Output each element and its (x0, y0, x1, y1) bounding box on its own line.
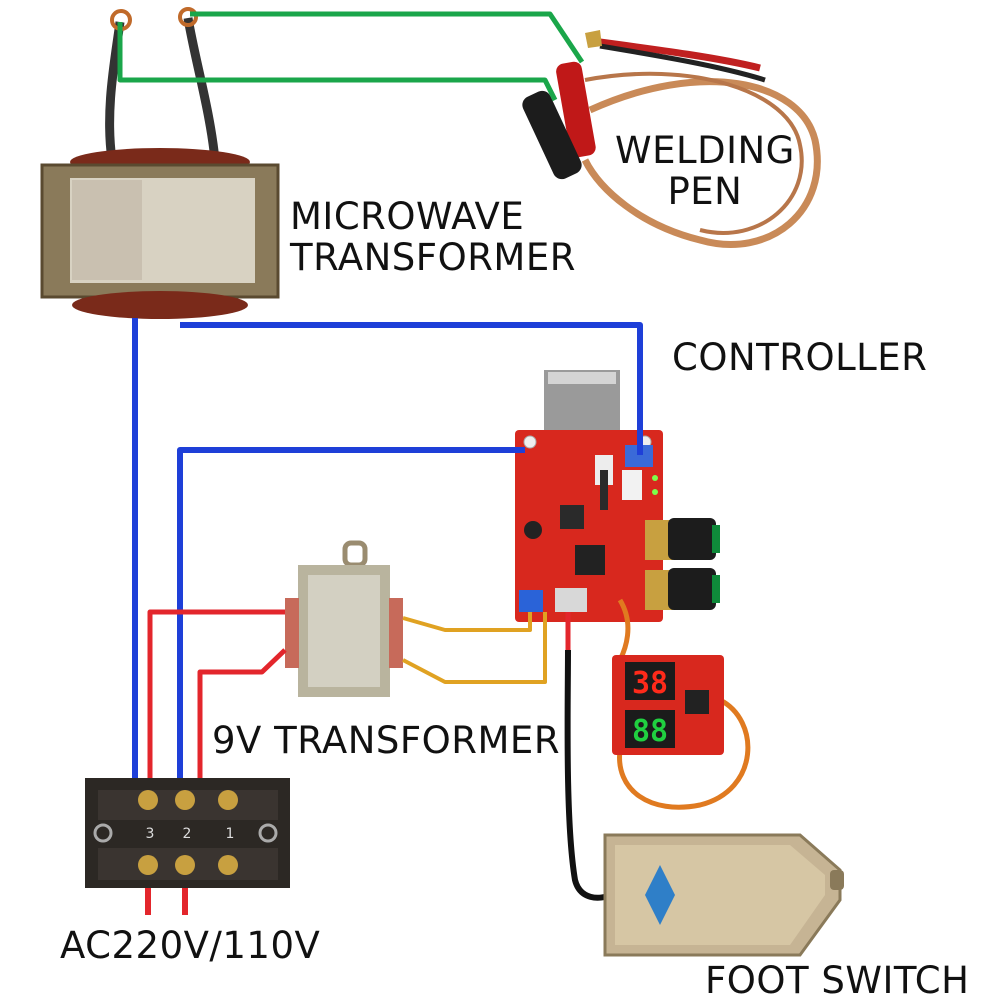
orange-wires (402, 612, 547, 684)
display-module: 38 88 (612, 598, 751, 810)
foot-switch-label: FOOT SWITCH (705, 959, 970, 1002)
microwave-transformer-label: MICROWAVE TRANSFORMER (290, 196, 576, 279)
knob-upper (668, 518, 716, 560)
secondary-lead-right (183, 17, 220, 161)
foot-switch-cable (564, 612, 612, 901)
lower-display-digits: 88 (632, 714, 668, 749)
green-wire-upper (190, 11, 585, 64)
red-wires (145, 609, 287, 915)
knob-lower (668, 568, 716, 610)
terminal-block: 3 2 1 (85, 778, 290, 888)
black-probe (522, 90, 582, 180)
green-wire-lower (117, 22, 558, 102)
red-wire-1 (147, 609, 285, 800)
red-pen-cable (599, 38, 761, 72)
lug-right (178, 7, 198, 27)
screw-bottom-2 (175, 855, 195, 875)
chip (575, 545, 605, 575)
screw-bottom-1 (138, 855, 158, 875)
terminal-number-1: 1 (226, 826, 235, 842)
screw-top-3 (218, 790, 238, 810)
blue-wire-ac-controller (177, 447, 525, 800)
red-wire-2 (197, 648, 287, 800)
nine-v-transformer (285, 540, 403, 697)
blue-wires (132, 318, 643, 800)
orange-wire-1 (402, 612, 532, 632)
blue-wire-transformer-controller (180, 322, 643, 455)
orange-wire-2 (402, 612, 547, 684)
microwave-transformer (40, 7, 280, 319)
terminal-number-2: 2 (183, 826, 192, 842)
controller-label: CONTROLLER (672, 336, 928, 379)
foot-switch (603, 833, 844, 957)
terminal-top-blue (625, 445, 653, 467)
upper-display (625, 662, 675, 700)
nine-v-transformer-label: 9V TRANSFORMER (212, 719, 561, 762)
pen-tip-brass (585, 30, 602, 48)
coil-bottom (72, 291, 248, 319)
ac-input-label: AC220V/110V (60, 924, 321, 967)
controller (515, 370, 720, 622)
welding-pen-label-line-1: WELDING (615, 129, 795, 172)
display-ribbon-cable (617, 697, 751, 810)
microwave-transformer-label-line-1: MICROWAVE (290, 195, 525, 238)
screw-bottom-3 (218, 855, 238, 875)
terminal-grey (555, 588, 587, 612)
terminal-blue (519, 590, 543, 612)
lower-display (625, 710, 675, 748)
terminal-number-3: 3 (146, 826, 155, 842)
copper-cable-strand (584, 71, 804, 235)
screw-top-1 (138, 790, 158, 810)
microwave-transformer-label-line-2: TRANSFORMER (290, 236, 576, 280)
black-pen-cable (599, 43, 766, 83)
foot-switch-logo (645, 865, 675, 925)
capacitor (524, 521, 542, 539)
red-probe (556, 61, 596, 158)
upper-display-digits: 38 (632, 666, 668, 701)
screw-top-2 (175, 790, 195, 810)
welding-pen-label-line-2: PEN (667, 170, 743, 214)
welding-pen-label: WELDING PEN (615, 130, 795, 213)
black-cable (564, 649, 612, 901)
welding-pen (522, 30, 821, 248)
green-wires (117, 11, 585, 102)
